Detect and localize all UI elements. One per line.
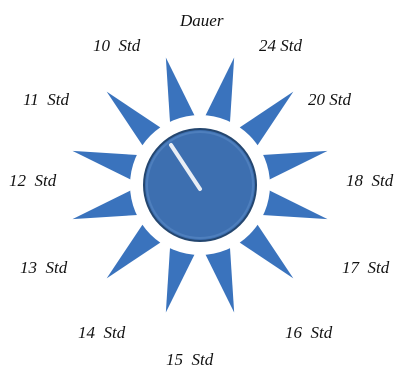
label-24-std[interactable]: 24 Std <box>259 37 302 54</box>
label-15-std[interactable]: 15 Std <box>166 351 213 368</box>
position-dot-24 <box>236 112 243 119</box>
label-12-std[interactable]: 12 Std <box>9 172 56 189</box>
dial-title: Dauer <box>180 12 223 29</box>
label-17-std[interactable]: 17 Std <box>342 259 389 276</box>
position-dot-20 <box>266 143 273 150</box>
label-18-std[interactable]: 18 Std <box>346 172 393 189</box>
dial-knob[interactable] <box>144 129 256 241</box>
label-14-std[interactable]: 14 Std <box>78 324 125 341</box>
label-10-std[interactable]: 10 Std <box>93 37 140 54</box>
label-20-std[interactable]: 20 Std <box>308 91 351 108</box>
label-11-std[interactable]: 11 Std <box>23 91 69 108</box>
label-13-std[interactable]: 13 Std <box>20 259 67 276</box>
label-16-std[interactable]: 16 Std <box>285 324 332 341</box>
position-dot-18 <box>278 184 285 191</box>
